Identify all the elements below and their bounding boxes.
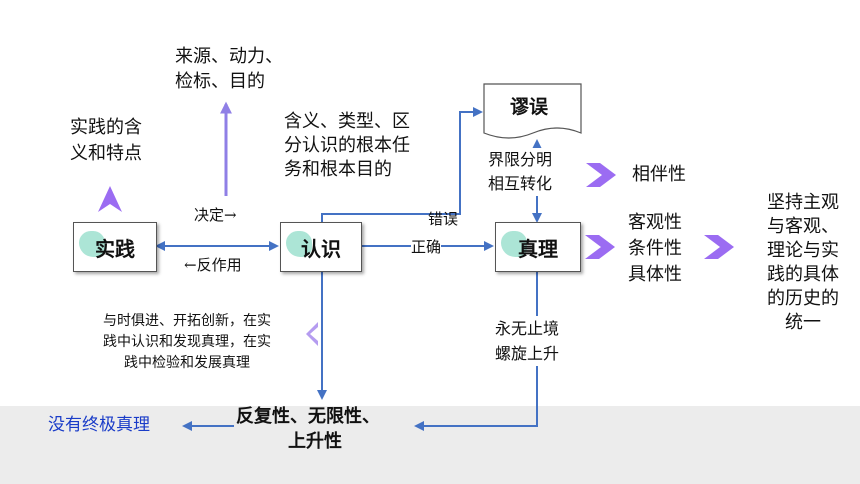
companion-chevron [586,163,616,187]
footer-band [0,406,860,484]
endless-line-2: 螺旋上升 [495,344,560,363]
unity-line-6: 统一 [785,312,821,333]
decides-label: 决定→ [194,206,237,224]
truth-prop-conditional: 条件性 [628,238,682,259]
advance-line-2: 践中认识和发现真理，在实 [103,334,271,350]
unity-line-4: 践的具体 [767,264,839,285]
advance-left-chevron [306,322,318,346]
unity-line-1: 坚持主观 [767,192,839,213]
practice-meaning-line-1: 实践的含 [70,117,142,138]
leaf-decoration [286,231,312,257]
cognition-error-arrow [321,107,483,222]
endless-text: 永无止境 螺旋上升 [495,316,560,366]
no-ultimate-truth: 没有终极真理 [48,415,150,435]
error-label: 谬误 [510,96,549,118]
truth-label: 真理 [518,236,558,261]
cognition-label: 认识 [301,236,341,261]
truth-prop-concrete: 具体性 [628,264,682,285]
boundary-line-1: 界限分明 [488,150,553,169]
cognition-meaning-text: 含义、类型、区 分认识的根本任 务和根本目的 [284,110,410,182]
unity-line-5: 的历史的 [767,288,839,309]
reacts-label: ←反作用 [184,256,242,274]
right-label: 正确 [411,236,442,258]
error-document-shape [483,83,582,139]
unity-text: 坚持主观 与客观、 理论与实 践的具体 的历史的 统一 [754,191,852,335]
source-text: 来源、动力、 检标、目的 [175,44,283,94]
advance-line-1: 与时俱进、开拓创新，在实 [103,313,271,329]
unity-chevron [704,235,734,259]
boundary-line-2: 相互转化 [488,174,553,193]
wrong-label: 错误 [428,210,459,228]
practice-box: 实践 [73,222,157,272]
advance-text: 与时俱进、开拓创新，在实 践中认识和发现真理，在实 践中检验和发展真理 [70,311,304,374]
repetition-text: 反复性、无限性、 上升性 [236,404,380,454]
practice-meaning-line-2: 义和特点 [70,143,142,164]
cognition-meaning-line-3: 务和根本目的 [284,159,392,180]
repetition-line-2: 上升性 [288,431,342,452]
practice-meaning-text: 实践的含 义和特点 [70,115,142,167]
practice-label: 实践 [95,236,135,261]
source-line-1: 来源、动力、 [175,46,283,67]
practice-up-chevron [98,186,122,212]
cognition-meaning-line-1: 含义、类型、区 [284,111,410,132]
source-line-2: 检标、目的 [175,71,265,92]
truth-props-chevron [585,235,615,259]
unity-line-2: 与客观、 [767,216,839,237]
truth-props-text: 客观性 条件性 具体性 [628,210,682,288]
endless-line-1: 永无止境 [495,319,560,338]
repetition-line-1: 反复性、无限性、 [236,406,380,427]
truth-box: 真理 [495,222,581,272]
leaf-decoration [79,231,105,257]
advance-line-3: 践中检验和发展真理 [124,355,250,371]
truth-prop-objective: 客观性 [628,212,682,233]
boundary-text: 界限分明 相互转化 [488,148,553,196]
cognition-box: 认识 [280,222,362,272]
leaf-decoration [501,231,527,257]
unity-line-3: 理论与实 [767,240,839,261]
companion-label: 相伴性 [632,164,686,185]
cognition-meaning-line-2: 分认识的根本任 [284,135,410,156]
